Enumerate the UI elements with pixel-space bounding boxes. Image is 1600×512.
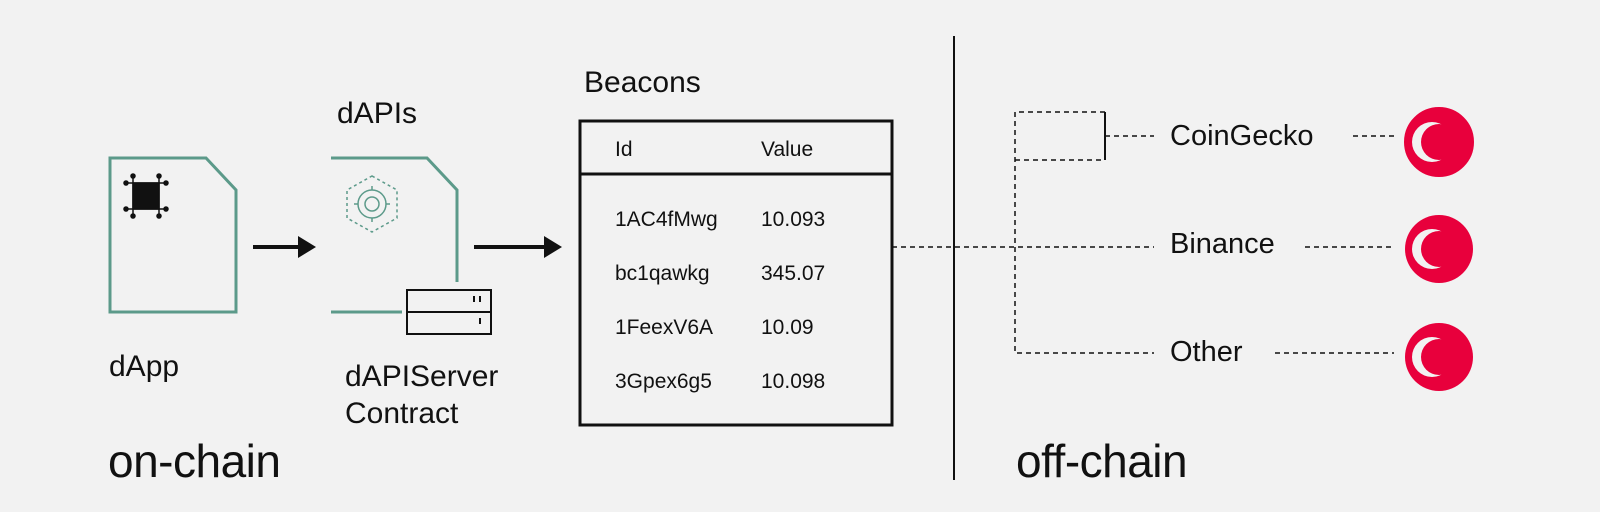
off-chain-heading: off-chain [1016,435,1188,487]
provider-label: Binance [1170,228,1275,260]
table-cell-id: 1FeexV6A [615,316,714,339]
api3-logo-icon [1405,215,1473,283]
arrow-dapp-to-dapis [253,236,316,258]
provider-label: CoinGecko [1170,120,1314,152]
dapis-label: dAPIs [337,97,418,130]
gear-hexagon-icon [346,175,398,233]
dapis-document [331,156,459,314]
dapi-server-line2: Contract [345,397,459,430]
beacons-table-frame [578,119,894,427]
dapp-label: dApp [109,350,180,383]
api3-logo-icon [1405,323,1473,391]
chip-icon [123,173,169,219]
server-icon [406,289,492,335]
column-header-value: Value [761,138,814,161]
column-header-id: Id [615,138,633,161]
dapi-server-line1: dAPIServer [345,360,499,393]
provider-connectors [892,111,1394,354]
table-cell-value: 345.07 [761,262,826,285]
table-cell-id: 3Gpex6g5 [615,370,712,393]
table-cell-value: 10.098 [761,370,826,393]
api3-logo-icon [1404,107,1474,177]
table-cell-id: bc1qawkg [615,262,710,285]
on-chain-heading: on-chain [108,435,281,487]
dapp-document [108,156,238,314]
table-cell-value: 10.093 [761,208,826,231]
arrow-dapis-to-beacons [474,236,562,258]
table-cell-value: 10.09 [761,316,814,339]
provider-label: Other [1170,336,1243,368]
beacons-title: Beacons [584,66,701,99]
table-cell-id: 1AC4fMwg [615,208,718,231]
